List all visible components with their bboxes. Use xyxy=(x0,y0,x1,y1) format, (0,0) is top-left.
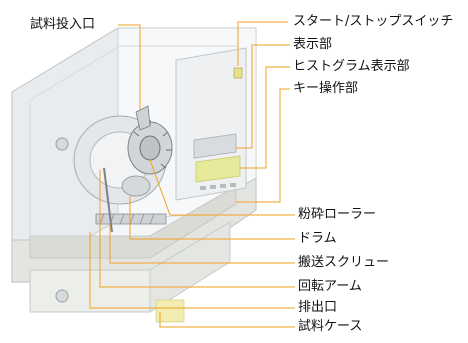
label-display: 表示部 xyxy=(293,37,333,52)
conveyor-screw-icon xyxy=(95,213,167,225)
label-outlet: 排出口 xyxy=(298,300,338,315)
label-rotating-arm: 回転アーム xyxy=(298,279,362,294)
leader-lines xyxy=(89,21,295,328)
label-key-operation: キー操作部 xyxy=(293,81,359,96)
control-panel xyxy=(175,47,247,201)
label-sample-inlet: 試料投入口 xyxy=(30,17,96,32)
label-drum: ドラム xyxy=(298,231,337,246)
front-knob-icon xyxy=(55,289,69,303)
label-conveyor-screw: 搬送スクリュー xyxy=(298,255,390,270)
sample-case-window xyxy=(155,299,185,323)
label-crushing-roller: 粉砕ローラー xyxy=(298,207,377,222)
label-start-stop-switch: スタート/ストップスイッチ xyxy=(293,14,454,29)
label-histogram-display: ヒストグラム表示部 xyxy=(293,59,410,74)
start-stop-switch-icon xyxy=(233,67,243,79)
sample-inlet-icon xyxy=(135,105,151,131)
rotating-arm-icon xyxy=(103,167,113,233)
side-knob-icon xyxy=(55,137,69,151)
label-sample-case: 試料ケース xyxy=(298,319,363,334)
crushing-mechanism xyxy=(73,105,173,233)
